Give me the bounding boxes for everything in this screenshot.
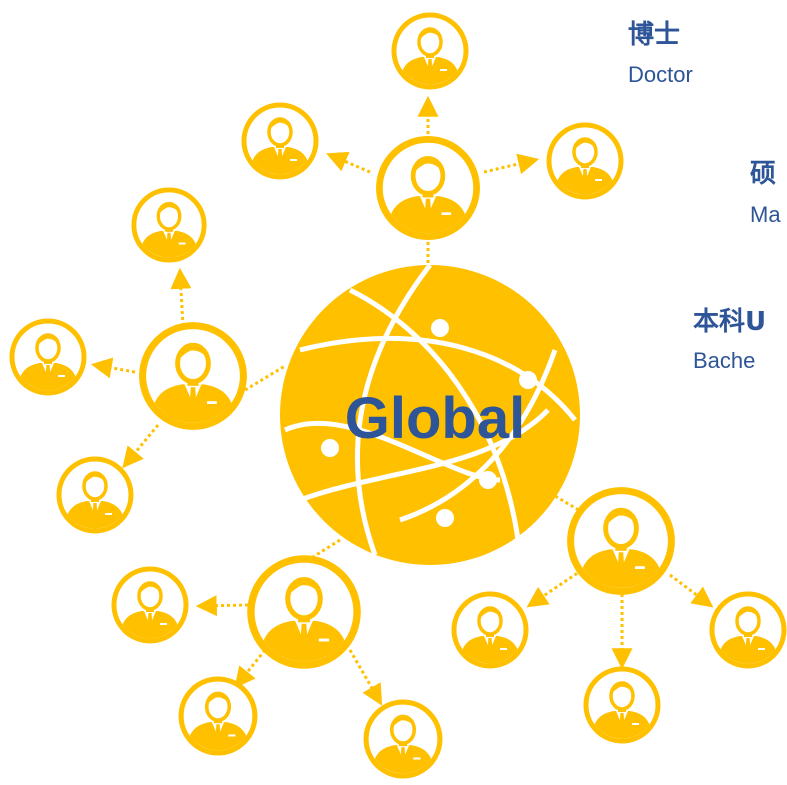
person-icon [143, 326, 244, 427]
person-icon [114, 569, 186, 641]
globe-label: Global [345, 386, 525, 451]
globe-icon [280, 263, 580, 565]
person-icon [571, 491, 672, 592]
label-bachelor-cn: 本科U [693, 307, 766, 337]
label-bachelor-en: Bache [693, 348, 755, 373]
person-icon [549, 125, 621, 197]
label-doctor-cn: 博士 [628, 20, 680, 50]
arrows-top [326, 95, 540, 175]
person-icon [181, 679, 255, 753]
person-icon [134, 190, 204, 260]
arrows-bottom-left [195, 595, 383, 706]
label-master-en: Ma [750, 202, 781, 227]
person-icon [12, 321, 84, 393]
person-icon [394, 15, 466, 87]
person-icon [379, 139, 476, 236]
person-icon [244, 105, 316, 177]
label-doctor-en: Doctor [628, 62, 693, 87]
person-icon [454, 594, 526, 666]
person-icon [251, 559, 357, 665]
person-icon [59, 459, 131, 531]
person-icon [586, 669, 658, 741]
person-icon [712, 594, 784, 666]
arrows-bottom-right [526, 568, 714, 670]
person-icon [366, 702, 440, 776]
label-master-cn: 硕 [750, 159, 776, 189]
degree-labels: 博士 Doctor 硕 Ma 本科U Bache [628, 20, 781, 373]
arrows-left [90, 267, 192, 469]
